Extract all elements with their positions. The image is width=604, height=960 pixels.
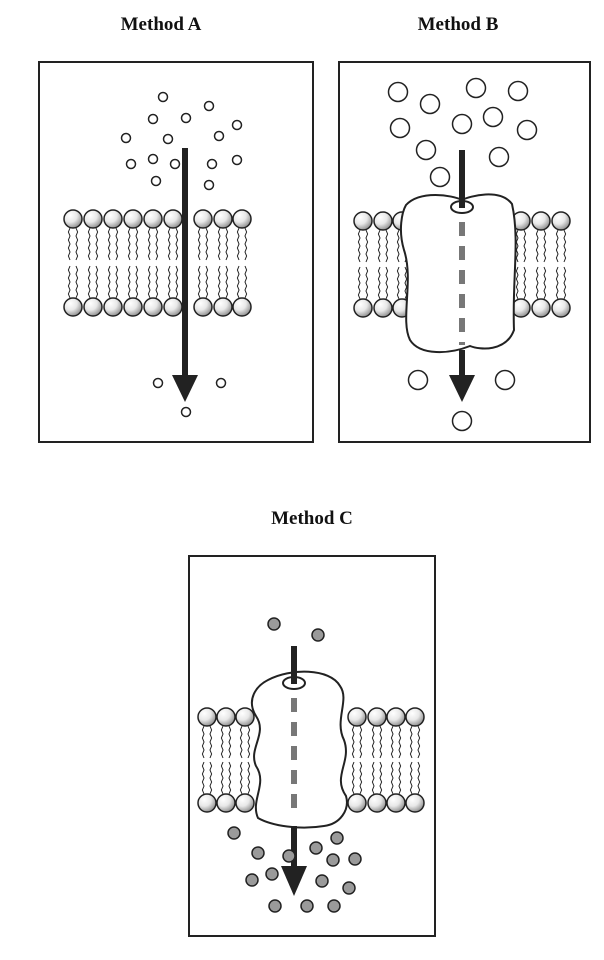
molecule-icon [516, 119, 538, 141]
method-c-transport-protein [250, 670, 348, 829]
molecule-icon [342, 881, 356, 895]
molecule-icon [419, 93, 441, 115]
molecule-icon [213, 130, 225, 142]
method-a-bilayer [63, 209, 252, 317]
molecule-icon [309, 841, 323, 855]
method-b-transport-protein [399, 193, 517, 354]
phospholipid-icon [143, 209, 163, 317]
molecule-icon [348, 852, 362, 866]
method-b-title: Method B [417, 14, 499, 35]
molecule-icon [387, 81, 409, 103]
method-a-panel [38, 61, 314, 443]
phospholipid-icon [373, 211, 393, 318]
phospholipid-icon [347, 707, 367, 813]
molecule-icon [389, 117, 411, 139]
phospholipid-icon [123, 209, 143, 317]
phospholipid-icon [232, 209, 252, 317]
molecule-icon [169, 158, 181, 170]
molecule-icon [251, 846, 265, 860]
molecule-icon [180, 112, 192, 124]
molecule-icon [157, 91, 169, 103]
molecule-icon [311, 628, 325, 642]
phospholipid-icon [551, 211, 571, 318]
molecule-icon [415, 139, 437, 161]
phospholipid-icon [213, 209, 233, 317]
molecule-icon [451, 410, 473, 432]
molecule-icon [206, 158, 218, 170]
molecule-icon [327, 899, 341, 913]
method-a-molecules [120, 91, 243, 418]
phospholipid-icon [197, 707, 217, 813]
molecule-icon [300, 899, 314, 913]
molecule-icon [152, 377, 164, 389]
molecule-icon [315, 874, 329, 888]
molecule-icon [150, 175, 162, 187]
phospholipid-icon [163, 209, 183, 317]
phospholipid-icon [386, 707, 406, 813]
molecule-icon [125, 158, 137, 170]
molecule-icon [180, 406, 192, 418]
molecule-icon [429, 166, 451, 188]
phospholipid-icon [235, 707, 255, 813]
phospholipid-icon [83, 209, 103, 317]
molecule-icon [147, 113, 159, 125]
method-c-molecules [227, 617, 362, 913]
method-b-panel [338, 61, 591, 443]
method-b-bilayer-right [511, 211, 571, 318]
phospholipid-icon [511, 211, 531, 318]
molecule-icon [326, 853, 340, 867]
method-a-arrow [172, 148, 198, 402]
molecule-icon [147, 153, 159, 165]
molecule-icon [451, 113, 473, 135]
molecule-icon [268, 899, 282, 913]
molecule-icon [203, 179, 215, 191]
molecule-icon [215, 377, 227, 389]
phospholipid-icon [367, 707, 387, 813]
method-a-title: Method A [120, 14, 202, 35]
molecule-icon [120, 132, 132, 144]
molecule-icon [245, 873, 259, 887]
method-b-arrow [449, 150, 475, 402]
molecule-icon [203, 100, 215, 112]
molecule-icon [231, 119, 243, 131]
method-c-panel [188, 555, 436, 937]
molecule-icon [488, 146, 510, 168]
phospholipid-icon [63, 209, 83, 317]
method-b-molecules [387, 77, 538, 432]
molecule-icon [162, 133, 174, 145]
method-c-bilayer-left [197, 707, 255, 813]
phospholipid-icon [103, 209, 123, 317]
molecule-icon [465, 77, 487, 99]
phospholipid-icon [531, 211, 551, 318]
molecule-icon [507, 80, 529, 102]
molecule-icon [267, 617, 281, 631]
molecule-icon [282, 849, 296, 863]
phospholipid-icon [193, 209, 213, 317]
molecule-icon [330, 831, 344, 845]
molecule-icon [482, 106, 504, 128]
phospholipid-icon [405, 707, 425, 813]
method-c-bilayer-right [347, 707, 425, 813]
molecule-icon [231, 154, 243, 166]
molecule-icon [407, 369, 429, 391]
molecule-icon [265, 867, 279, 881]
method-c-title: Method C [271, 508, 353, 529]
phospholipid-icon [353, 211, 373, 318]
molecule-icon [494, 369, 516, 391]
molecule-icon [227, 826, 241, 840]
phospholipid-icon [216, 707, 236, 813]
method-c-arrow [281, 646, 307, 896]
